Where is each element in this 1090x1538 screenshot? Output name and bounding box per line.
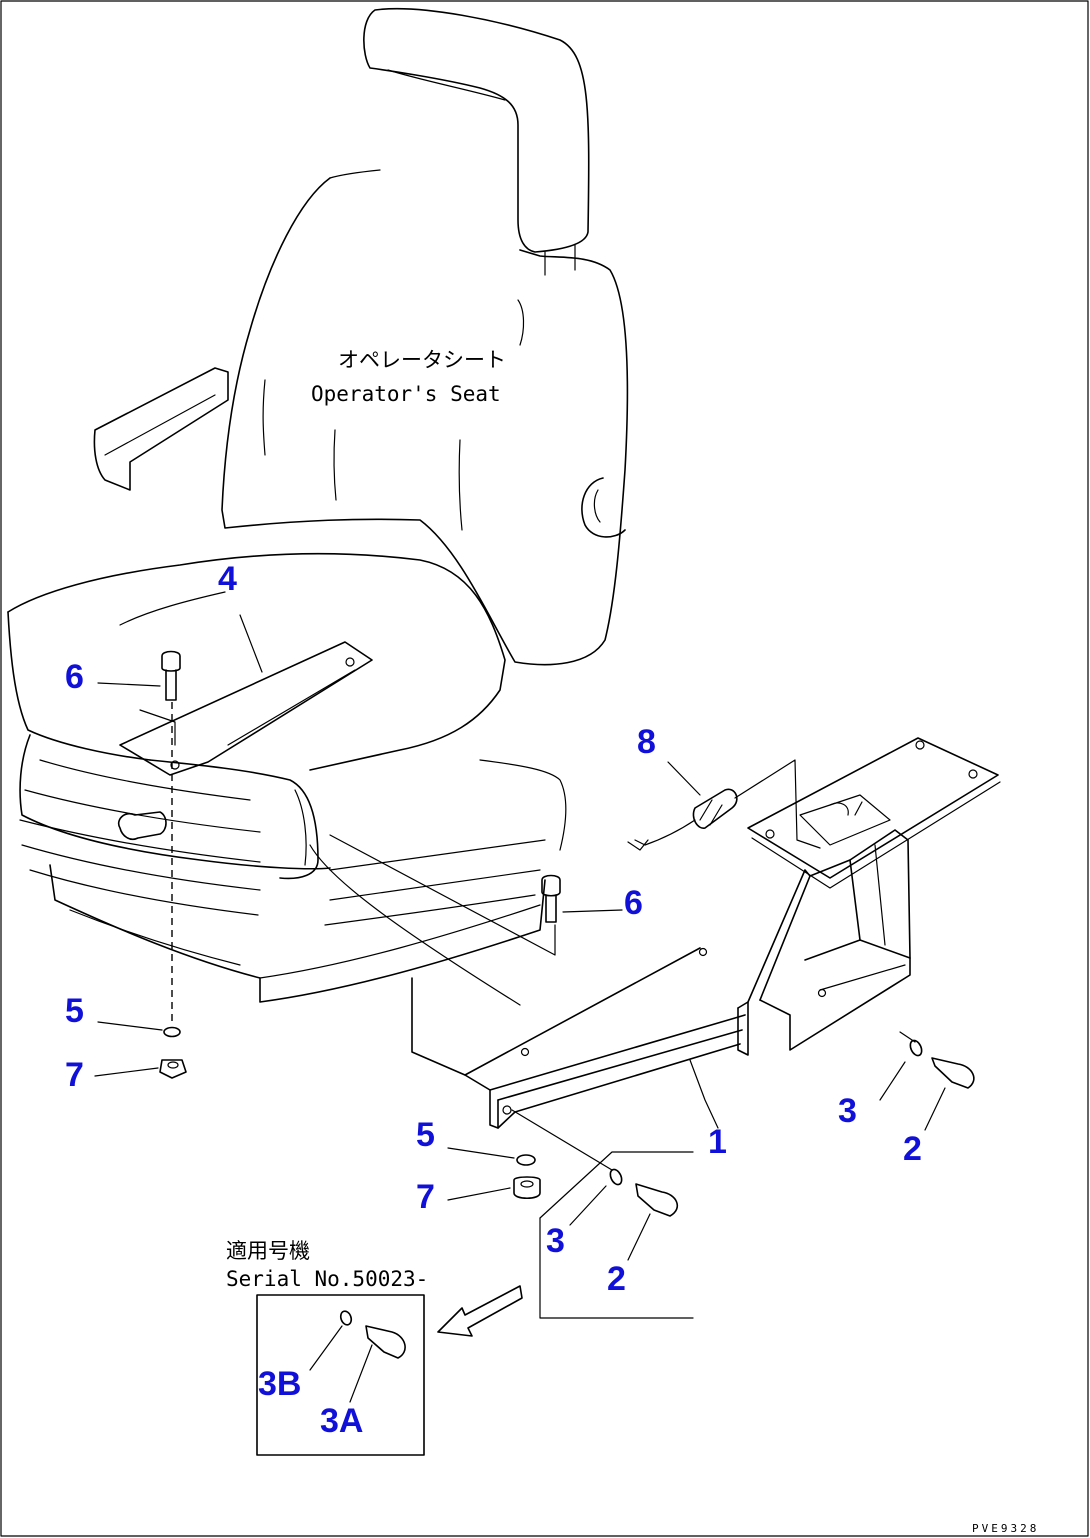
callout-3: 3 xyxy=(838,1092,857,1130)
callout-7: 7 xyxy=(416,1178,435,1216)
callout-8: 8 xyxy=(637,723,656,761)
serial-detail-inset xyxy=(256,1285,523,1456)
hardware xyxy=(94,650,975,1319)
seat-label-jp: オペレータシート xyxy=(338,348,506,372)
callout-3A: 3A xyxy=(320,1402,363,1440)
callout-6: 6 xyxy=(65,658,84,696)
console-bracket xyxy=(411,737,1001,1129)
detail-frame xyxy=(256,1294,425,1456)
callout-4: 4 xyxy=(218,560,237,598)
callout-5: 5 xyxy=(65,992,84,1030)
callout-2: 2 xyxy=(903,1130,922,1168)
drawing-code: PVE9328 xyxy=(972,1522,1039,1535)
callout-1: 1 xyxy=(708,1123,727,1161)
callout-3: 3 xyxy=(546,1222,565,1260)
serial-note-jp: 適用号機 xyxy=(226,1239,310,1263)
serial-note: 適用号機 Serial No.50023- xyxy=(226,1239,428,1291)
seat-label-en: Operator's Seat xyxy=(311,382,501,406)
callout-3B: 3B xyxy=(258,1365,301,1403)
callout-7: 7 xyxy=(65,1056,84,1094)
callout-2: 2 xyxy=(607,1260,626,1298)
serial-note-en: Serial No.50023- xyxy=(226,1267,428,1291)
callouts: 4 6 8 6 5 7 3 1 2 5 7 3 2 3B 3A xyxy=(65,560,922,1440)
callout-6: 6 xyxy=(624,884,643,922)
operator-seat xyxy=(7,7,629,1003)
seat-label: オペレータシート Operator's Seat xyxy=(311,348,506,406)
callout-5: 5 xyxy=(416,1116,435,1154)
